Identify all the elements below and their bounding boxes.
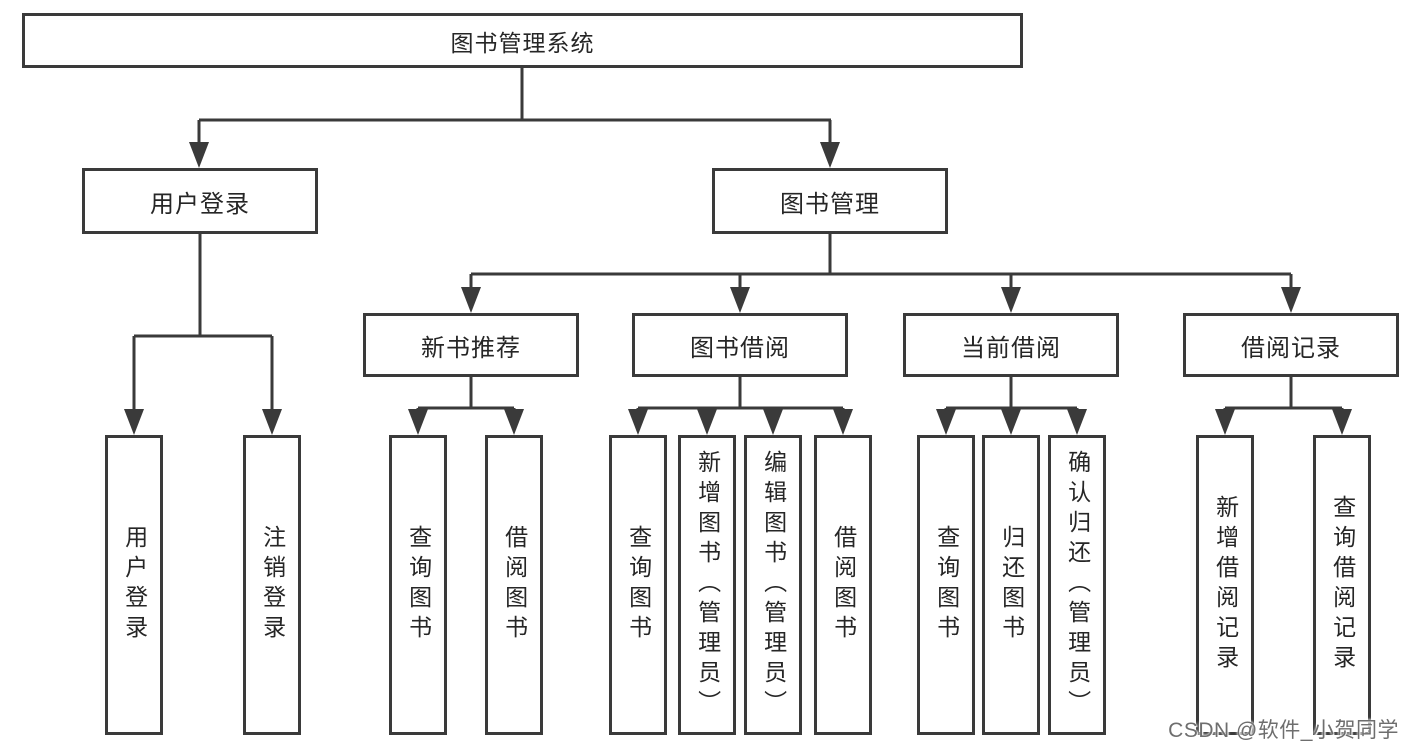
csdn-watermark: CSDN @软件_小贺同学 bbox=[1168, 719, 1399, 742]
node-book-management-label: 图书管理 bbox=[780, 190, 880, 218]
leaf-logout-label: 注销登录 bbox=[259, 525, 286, 645]
leaf-logout: 注销登录 bbox=[243, 435, 301, 735]
leaf-query-borrow-record: 查询借阅记录 bbox=[1313, 435, 1371, 735]
node-book-borrow: 图书借阅 bbox=[632, 313, 848, 377]
leaf-borrow-books-recommend-label: 借阅图书 bbox=[501, 525, 528, 645]
leaf-query-books-borrow: 查询图书 bbox=[609, 435, 667, 735]
node-user-login-label: 用户登录 bbox=[150, 190, 250, 218]
node-book-management: 图书管理 bbox=[712, 168, 948, 234]
node-new-book-recommend: 新书推荐 bbox=[363, 313, 579, 377]
leaf-return-books-label: 归还图书 bbox=[998, 525, 1025, 645]
node-borrow-records: 借阅记录 bbox=[1183, 313, 1399, 377]
node-root: 图书管理系统 bbox=[22, 13, 1023, 68]
leaf-user-login-label: 用户登录 bbox=[121, 525, 148, 645]
leaf-add-borrow-record: 新增借阅记录 bbox=[1196, 435, 1254, 735]
node-current-borrow-label: 当前借阅 bbox=[961, 334, 1061, 362]
leaf-user-login: 用户登录 bbox=[105, 435, 163, 735]
node-user-login: 用户登录 bbox=[82, 168, 318, 234]
leaf-edit-book-admin: 编辑图书（管理员） bbox=[744, 435, 802, 735]
leaf-query-books-current-label: 查询图书 bbox=[933, 525, 960, 645]
node-root-label: 图书管理系统 bbox=[450, 29, 595, 56]
leaf-borrow-books: 借阅图书 bbox=[814, 435, 872, 735]
leaf-query-borrow-record-label: 查询借阅记录 bbox=[1329, 495, 1356, 675]
node-current-borrow: 当前借阅 bbox=[903, 313, 1119, 377]
leaf-confirm-return-admin: 确认归还（管理员） bbox=[1048, 435, 1106, 735]
leaf-query-books-recommend-label: 查询图书 bbox=[405, 525, 432, 645]
leaf-borrow-books-label: 借阅图书 bbox=[830, 525, 857, 645]
leaf-add-book-admin: 新增图书（管理员） bbox=[678, 435, 736, 735]
leaf-borrow-books-recommend: 借阅图书 bbox=[485, 435, 543, 735]
leaf-add-borrow-record-label: 新增借阅记录 bbox=[1212, 495, 1239, 675]
node-borrow-records-label: 借阅记录 bbox=[1241, 334, 1341, 362]
leaf-query-books-borrow-label: 查询图书 bbox=[625, 525, 652, 645]
leaf-add-book-admin-label: 新增图书（管理员） bbox=[694, 450, 721, 720]
node-new-book-recommend-label: 新书推荐 bbox=[421, 334, 521, 362]
node-book-borrow-label: 图书借阅 bbox=[690, 334, 790, 362]
leaf-query-books-current: 查询图书 bbox=[917, 435, 975, 735]
leaf-return-books: 归还图书 bbox=[982, 435, 1040, 735]
leaf-confirm-return-admin-label: 确认归还（管理员） bbox=[1064, 450, 1091, 720]
leaf-edit-book-admin-label: 编辑图书（管理员） bbox=[760, 450, 787, 720]
leaf-query-books-recommend: 查询图书 bbox=[389, 435, 447, 735]
